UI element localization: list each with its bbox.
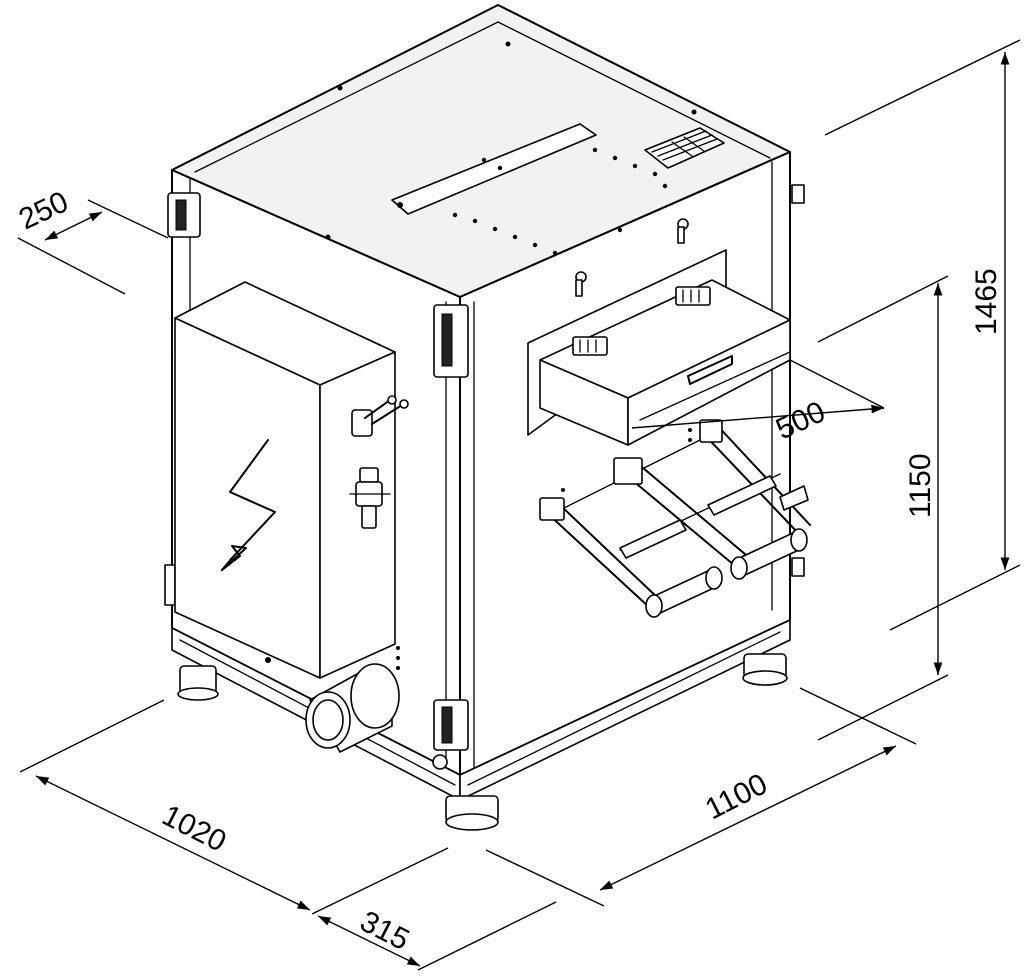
arm-clamp-2	[707, 475, 777, 516]
hinge-mid-left	[433, 304, 469, 378]
roller-upper	[779, 485, 809, 511]
arm-bracket-3	[699, 419, 723, 443]
hinge-right-upper	[791, 184, 805, 204]
dimension-250: 250	[14, 185, 169, 295]
electrical-box	[174, 281, 396, 679]
outlet-duct	[305, 663, 448, 770]
dimension-1020-label: 1020	[157, 799, 231, 859]
top-access-panel	[325, 41, 725, 256]
dimension-1100-label: 1100	[700, 768, 772, 827]
door-knob-left	[575, 271, 587, 297]
dimension-1465-label: 1465	[970, 268, 1003, 335]
air-filter-regulator	[349, 467, 391, 529]
drawer-latch-left	[572, 336, 608, 356]
valve-lever	[351, 395, 409, 437]
hinge-lower-left	[164, 564, 176, 606]
inlet-drawer	[527, 249, 791, 446]
high-voltage-icon	[221, 439, 276, 571]
hinge-top-left	[167, 192, 201, 238]
dimension-1150-label: 1150	[904, 453, 937, 518]
roller-lower	[645, 566, 723, 618]
vent-grille	[644, 127, 725, 169]
roller-middle	[730, 528, 808, 580]
dimension-1465: 1465	[824, 39, 1021, 631]
foot-left	[177, 665, 219, 701]
arm-clamp-1	[619, 519, 687, 559]
roller-assembly	[539, 419, 811, 618]
foot-right	[742, 653, 788, 686]
hinge-bottom-left	[433, 699, 469, 751]
dimension-1150: 1150	[817, 275, 949, 741]
foot-front	[445, 795, 499, 831]
top-hole-row	[325, 41, 697, 256]
door-knob-right	[677, 218, 689, 244]
left-face-holes	[265, 646, 400, 670]
drawer-handle	[687, 355, 733, 385]
dimension-315-label: 315	[355, 905, 415, 957]
hinge-right-lower	[791, 557, 805, 577]
dimension-250-label: 250	[14, 185, 73, 236]
dimension-315: 315	[317, 901, 557, 971]
arm-bracket-2	[613, 457, 643, 485]
arm-bracket-1	[539, 497, 565, 521]
drawer-latch-right	[675, 286, 711, 306]
